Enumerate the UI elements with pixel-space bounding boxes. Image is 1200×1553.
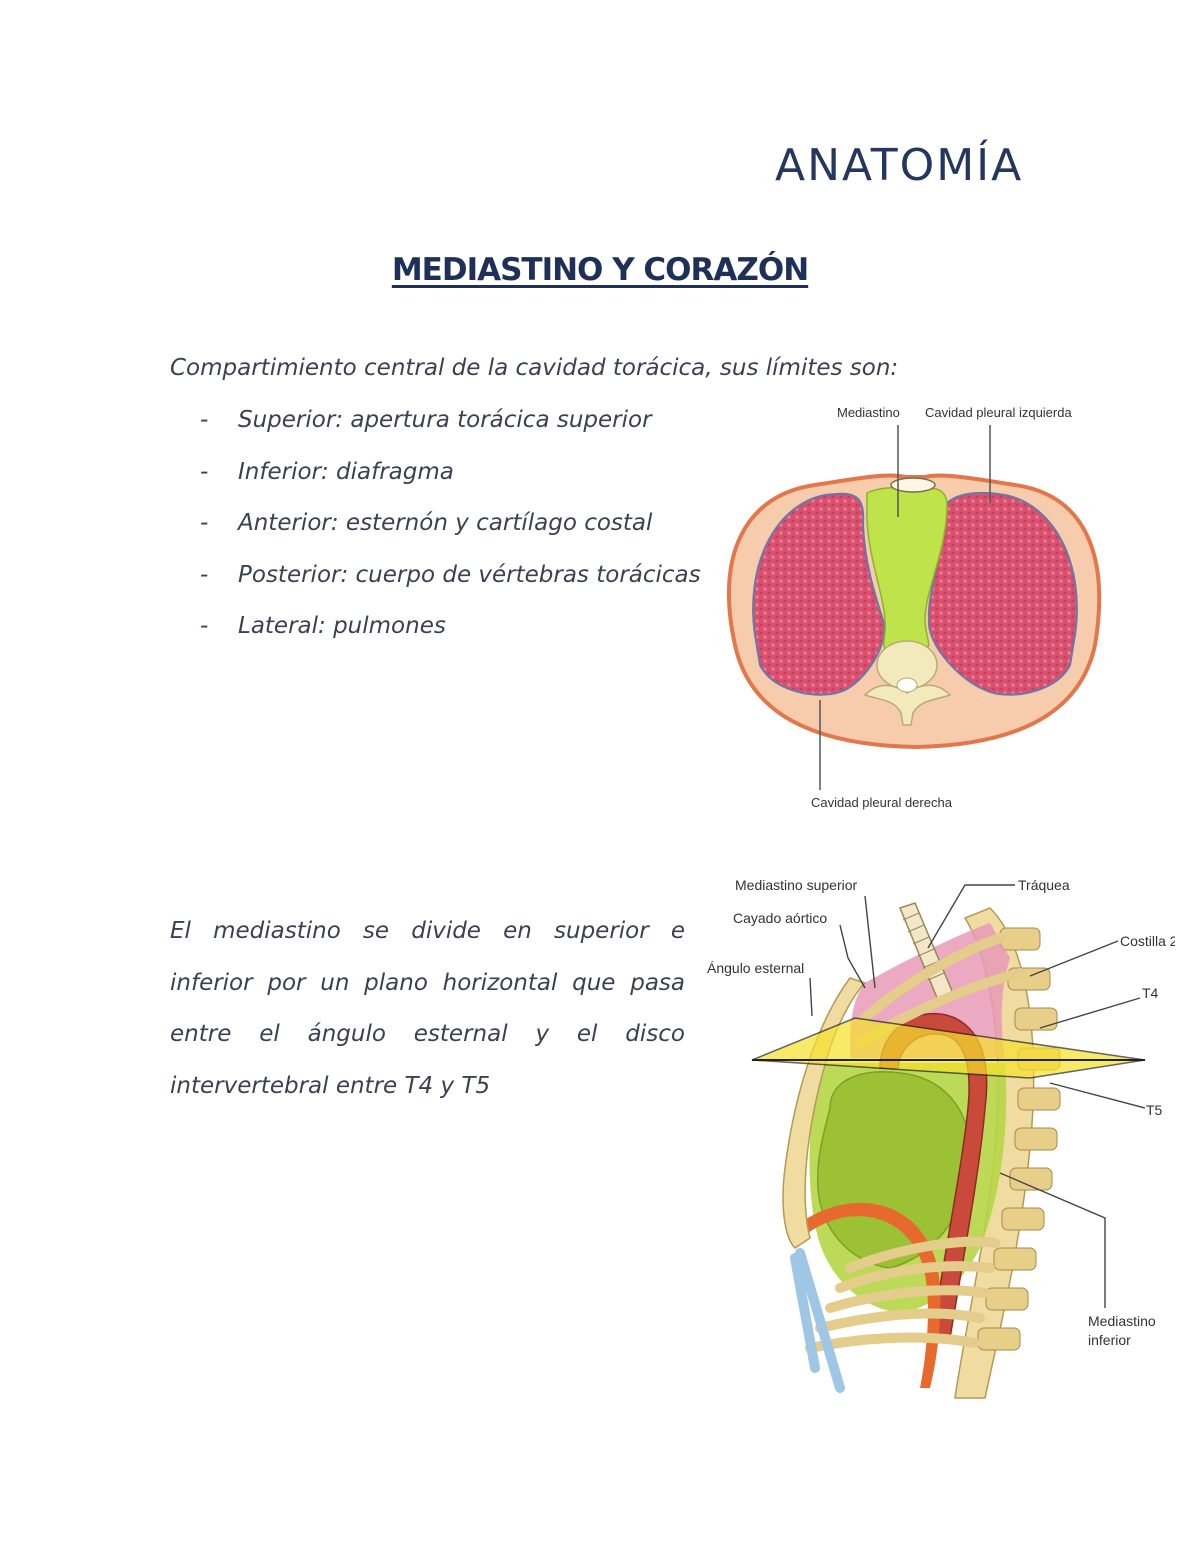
- label-t5: T5: [1146, 1102, 1163, 1118]
- thorax-cross-section-figure: Mediastino Cavidad pleural izquierda Cav…: [726, 405, 1102, 810]
- limits-list: - Superior: apertura torácica superior - I…: [200, 402, 701, 660]
- costal-cartilage: [790, 1248, 845, 1393]
- list-dash: -: [200, 561, 209, 588]
- list-dash: -: [200, 458, 209, 485]
- list-item: - Inferior: diafragma: [200, 454, 701, 506]
- mediastinum-division-paragraph: El mediastino se divide en superior e in…: [170, 918, 685, 1099]
- right-lung: [752, 492, 886, 696]
- list-item: - Lateral: pulmones: [200, 608, 701, 660]
- sternum: [890, 477, 936, 493]
- label-right-pleural-cavity: Cavidad pleural derecha: [811, 795, 953, 810]
- label-inferior-mediastinum-line1: Mediastino: [1088, 1313, 1156, 1329]
- label-rib-2: Costilla 2: [1120, 933, 1175, 949]
- list-item-text: Superior: apertura torácica superior: [238, 407, 652, 433]
- thorax-lateral-figure: Mediastino superior Tráquea Cayado aórti…: [707, 877, 1175, 1399]
- list-item-text: Posterior: cuerpo de vértebras torácicas: [238, 561, 701, 588]
- orange-vessel: [800, 1202, 941, 1388]
- label-left-pleural-cavity: Cavidad pleural izquierda: [925, 405, 1072, 420]
- label-mediastino: Mediastino: [837, 405, 900, 420]
- label-t4: T4: [1142, 985, 1159, 1001]
- subject-header: ANATOMÍA: [775, 140, 1024, 191]
- list-dash: -: [200, 510, 209, 536]
- label-aortic-arch: Cayado aórtico: [733, 910, 827, 926]
- list-item-text: Anterior: esternón y cartílago costal: [238, 510, 653, 536]
- intro-text: Compartimiento central de la cavidad tor…: [170, 355, 899, 381]
- list-item-text: Lateral: pulmones: [238, 613, 446, 639]
- label-superior-mediastinum: Mediastino superior: [735, 877, 858, 893]
- page-title: MEDIASTINO Y CORAZÓN: [391, 252, 809, 288]
- label-inferior-mediastinum-line2: inferior: [1088, 1332, 1131, 1348]
- heart: [816, 1071, 972, 1269]
- label-trachea: Tráquea: [1018, 877, 1070, 893]
- leader-lines: [809, 884, 1146, 1308]
- list-dash: -: [200, 407, 209, 433]
- list-item: - Posterior: cuerpo de vértebras torácica…: [200, 557, 701, 609]
- vertebral-foramen: [896, 677, 918, 693]
- label-sternal-angle: Ángulo esternal: [707, 960, 804, 976]
- list-item-text: Inferior: diafragma: [238, 458, 454, 485]
- list-item: - Superior: apertura torácica superior: [200, 402, 701, 454]
- list-dash: -: [200, 613, 209, 639]
- list-item: - Anterior: esternón y cartílago costal: [200, 505, 701, 557]
